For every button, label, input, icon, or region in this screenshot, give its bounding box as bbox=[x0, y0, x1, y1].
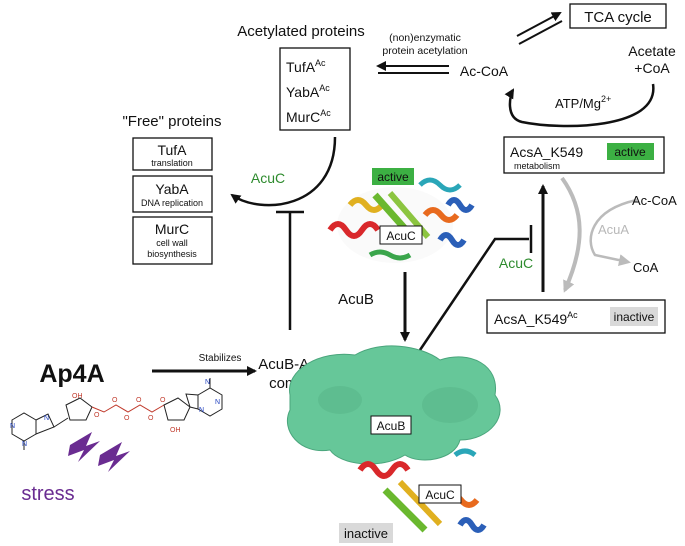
helix-green-lower bbox=[368, 249, 412, 261]
helix-cyan bbox=[418, 177, 462, 193]
helix-red-bottom bbox=[357, 461, 411, 479]
surface-shade-2 bbox=[422, 387, 478, 423]
acsa-inactive-name: AcsA_K549Ac bbox=[494, 310, 578, 327]
svg-text:O: O bbox=[124, 415, 130, 422]
helix-blue-bottom bbox=[457, 517, 487, 533]
free-yaba-box bbox=[132, 175, 213, 213]
svg-text:O: O bbox=[94, 412, 100, 419]
lightning-icon-2 bbox=[98, 442, 130, 472]
stabilizes-label: Stabilizes bbox=[199, 353, 242, 364]
free-yaba-name: YabA bbox=[155, 181, 189, 197]
svg-text:O: O bbox=[136, 397, 142, 404]
surface-shade-1 bbox=[318, 386, 362, 414]
atp-mg-label: ATP/Mg2+ bbox=[555, 94, 611, 111]
tca-cycle-box bbox=[569, 3, 667, 29]
inactive-badge-right: inactive bbox=[614, 310, 655, 324]
helix-blue-2 bbox=[445, 197, 475, 213]
svg-text:O: O bbox=[112, 397, 118, 404]
free-murc-box bbox=[132, 216, 213, 265]
svg-text:N: N bbox=[10, 423, 15, 430]
svg-text:O: O bbox=[160, 397, 166, 404]
active-badge-right-bg bbox=[607, 143, 654, 160]
active-badge-center-bg bbox=[372, 168, 414, 185]
tca-cycle-label: TCA cycle bbox=[584, 9, 652, 26]
acetylated-yaba: YabAAc bbox=[286, 83, 330, 100]
inactive-badge-bottom-bg bbox=[339, 523, 393, 543]
ac-coa-top-label: Ac-CoA bbox=[460, 63, 509, 79]
acetate-label-line2: +CoA bbox=[634, 60, 670, 76]
acetate-label-line1: Acetate bbox=[628, 43, 676, 59]
helix-cyan-bottom bbox=[453, 448, 477, 458]
acetylated-tufa: TufAAc bbox=[286, 58, 326, 75]
tetraphosphate-chain bbox=[91, 404, 165, 413]
acoa-to-coa-arrow bbox=[589, 198, 638, 267]
svg-text:N: N bbox=[215, 399, 220, 406]
active-badge-right: active bbox=[614, 145, 646, 159]
acsa-active-name: AcsA_K549 bbox=[510, 144, 583, 160]
acuc-label-bg-top bbox=[379, 225, 423, 245]
acoa-to-tca-arrow-2 bbox=[518, 20, 563, 45]
bond-1 bbox=[53, 417, 69, 428]
free-yaba-desc: DNA replication bbox=[141, 198, 203, 208]
free-murc-desc-1: cell wall bbox=[156, 238, 188, 248]
acoa-to-tca-arrow-1 bbox=[516, 12, 562, 37]
free-murc-desc-2: biosynthesis bbox=[147, 249, 197, 259]
active-badge-center: active bbox=[377, 170, 409, 184]
ap4a-structure bbox=[11, 378, 223, 450]
acsa-metabolism-label: metabolism bbox=[514, 161, 560, 171]
ac-coa-right-label: Ac-CoA bbox=[632, 193, 677, 208]
ap4a-o-atoms: O O O O O O OH OH bbox=[72, 393, 181, 434]
coa-label: CoA bbox=[633, 260, 659, 275]
complex-inhibition-line bbox=[418, 237, 529, 351]
active-acuc-structure: active AcuC bbox=[327, 168, 475, 263]
acuc-label-right: AcuC bbox=[499, 255, 533, 271]
nonenzymatic-label-line1: (non)enzymatic bbox=[389, 32, 461, 44]
acub-label: AcuB bbox=[338, 291, 374, 308]
acuc-label-bg-bottom bbox=[418, 484, 462, 504]
svg-text:N: N bbox=[199, 407, 204, 414]
free-tufa-name: TufA bbox=[157, 142, 187, 158]
free-proteins-title: "Free" proteins bbox=[122, 113, 221, 130]
adenine-ring-right-5 bbox=[185, 393, 199, 410]
helix-red bbox=[327, 221, 381, 239]
ribose-right bbox=[163, 397, 191, 421]
nonenzymatic-label-line2: protein acetylation bbox=[382, 45, 467, 57]
svg-text:OH: OH bbox=[72, 393, 83, 400]
free-tufa-desc: translation bbox=[151, 158, 193, 168]
acua-label: AcuA bbox=[598, 222, 629, 237]
free-murc-name: MurC bbox=[155, 221, 189, 237]
acetate-to-acoa-arrow bbox=[504, 83, 655, 128]
svg-text:N: N bbox=[44, 415, 49, 422]
acuc-deacetylase-label: AcuC bbox=[251, 170, 285, 186]
acub-label-bg-surface bbox=[370, 415, 412, 435]
lightning-icon-1 bbox=[68, 432, 100, 462]
stress-label: stress bbox=[21, 483, 74, 505]
helix-yellow bbox=[347, 197, 385, 213]
svg-text:O: O bbox=[148, 415, 154, 422]
acetylated-proteins-title: Acetylated proteins bbox=[237, 23, 365, 40]
acua-acetylation-arrow bbox=[560, 176, 582, 293]
acetylated-murc: MurCAc bbox=[286, 108, 331, 125]
acub-acuc-complex-structure: AcuB AcuC inactive bbox=[286, 345, 501, 543]
inactive-badge-right-bg bbox=[610, 307, 658, 326]
strand-green-bottom bbox=[382, 487, 428, 533]
acuc-label-top: AcuC bbox=[386, 229, 416, 243]
ap4a-n-atoms: N N N N N N bbox=[10, 379, 220, 448]
acuc-label-bottom: AcuC bbox=[425, 488, 455, 502]
adenine-ring-left bbox=[11, 412, 37, 442]
free-tufa-box bbox=[132, 137, 213, 171]
svg-text:N: N bbox=[205, 379, 210, 386]
svg-text:OH: OH bbox=[170, 427, 181, 434]
ribose-left bbox=[65, 397, 93, 421]
helix-blue bbox=[437, 232, 467, 248]
ap4a-label: Ap4A bbox=[39, 360, 104, 388]
helix-orange bbox=[422, 207, 460, 223]
acub-surface bbox=[286, 345, 501, 465]
svg-text:N: N bbox=[22, 441, 27, 448]
acub-label-surface: AcuB bbox=[377, 419, 406, 433]
acetylated-proteins-box bbox=[279, 47, 351, 131]
inactive-badge-bottom: inactive bbox=[344, 526, 388, 541]
deacetylation-arrow bbox=[230, 136, 337, 207]
